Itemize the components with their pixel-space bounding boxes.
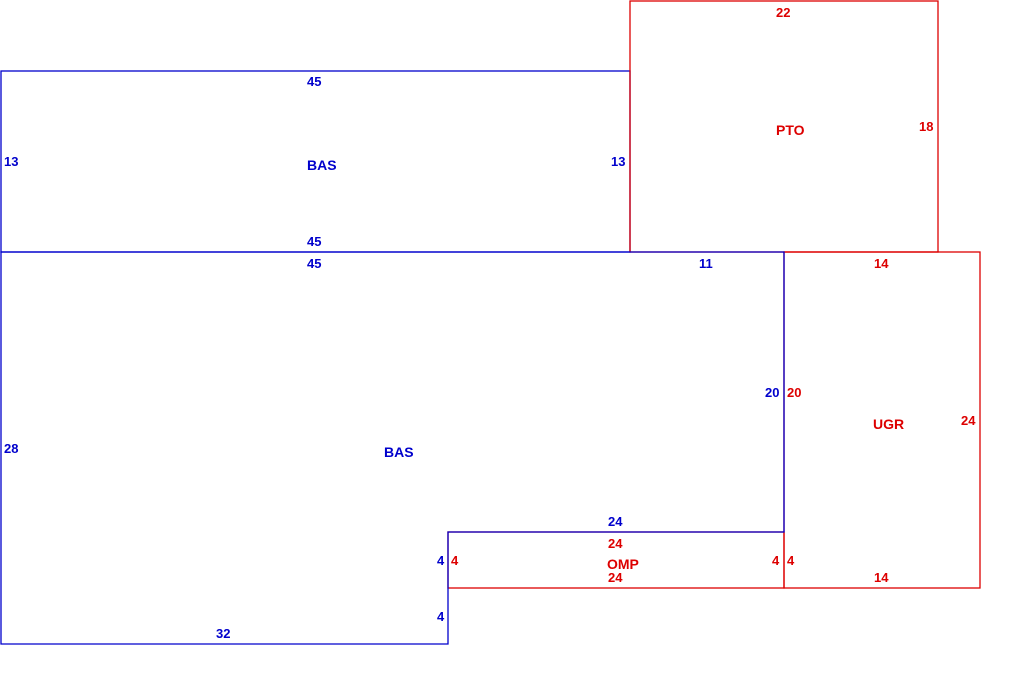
bas-lower-step-side-dimension: 4	[437, 553, 445, 568]
bas-upper-right-dimension: 13	[611, 154, 625, 169]
omp-top-dimension: 24	[608, 536, 623, 551]
omp-label: OMP	[607, 556, 639, 572]
bas-lower-notch-side-dimension: 4	[437, 609, 445, 624]
omp-left-dimension: 4	[451, 553, 459, 568]
bas-upper-label: BAS	[307, 157, 337, 173]
bas-lower-top-dimension: 45	[307, 256, 321, 271]
pto-area: 22 PTO 18	[629, 0, 939, 253]
bas-lower-outline	[0, 251, 785, 645]
bas-upper-top-dimension: 45	[307, 74, 321, 89]
bas-lower-right-dimension: 20	[765, 385, 779, 400]
omp-right-dimension: 4	[772, 553, 780, 568]
bas-upper-area: 45 BAS 13 13 45	[0, 70, 631, 253]
pto-right-dimension: 18	[919, 119, 933, 134]
bas-lower-label: BAS	[384, 444, 414, 460]
bas-lower-top-right-dimension: 11	[699, 256, 713, 271]
bas-upper-left-dimension: 13	[4, 154, 18, 169]
ugr-bottom-dimension: 14	[874, 570, 889, 585]
ugr-left-dimension: 20	[787, 385, 801, 400]
ugr-right-dimension: 24	[961, 413, 976, 428]
omp-bottom-dimension: 24	[608, 570, 623, 585]
bas-lower-left-dimension: 28	[4, 441, 18, 456]
pto-top-dimension: 22	[776, 5, 790, 20]
bas-lower-step-dimension: 24	[608, 514, 623, 529]
omp-right-outer-dimension: 4	[787, 553, 795, 568]
bas-upper-bottom-dimension: 45	[307, 234, 321, 249]
ugr-top-dimension: 14	[874, 256, 889, 271]
omp-area: 24 OMP 24 4 4 4	[447, 531, 795, 589]
ugr-area: 14 UGR 24 20 14	[783, 251, 981, 589]
ugr-label: UGR	[873, 416, 904, 432]
bas-lower-area: 45 11 BAS 28 20 24 4 4 32	[0, 251, 785, 645]
pto-label: PTO	[776, 122, 805, 138]
bas-lower-bottom-dimension: 32	[216, 626, 230, 641]
